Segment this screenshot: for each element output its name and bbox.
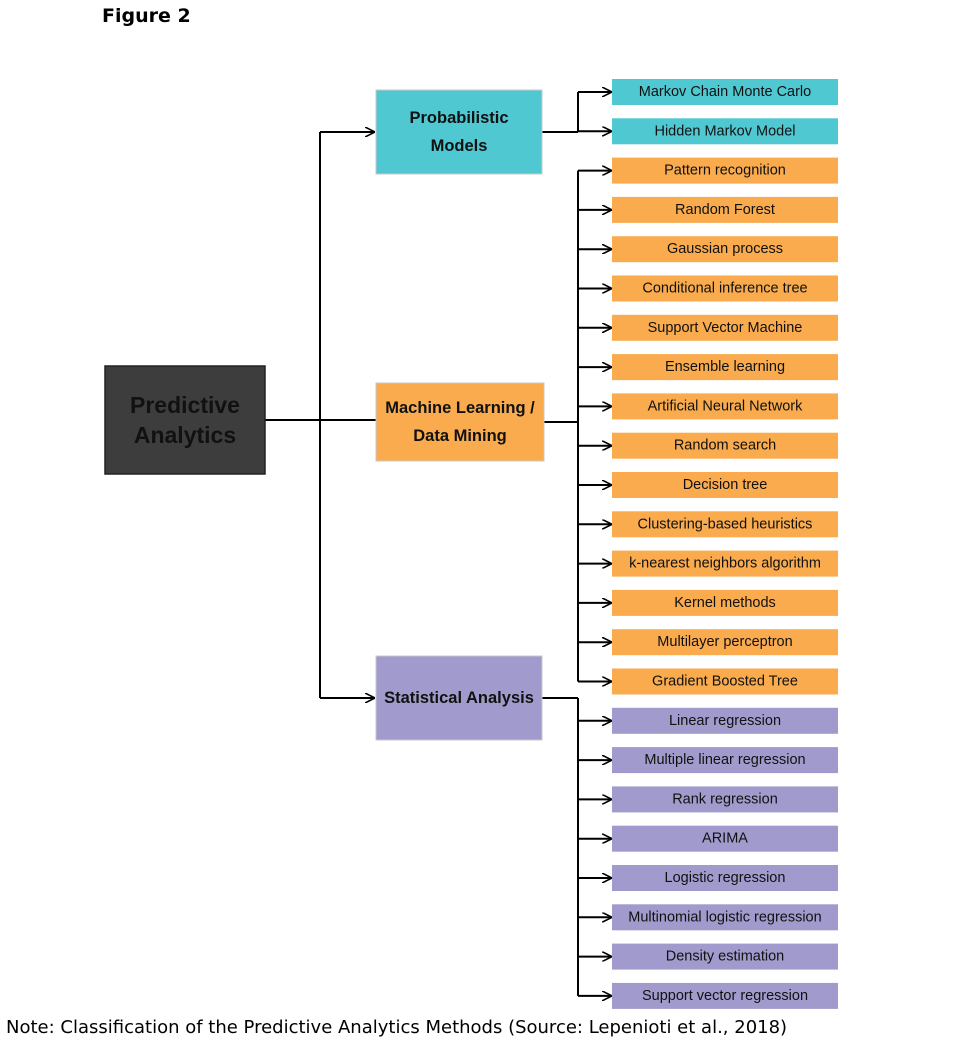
method-node-label: Pattern recognition [664,163,786,179]
connector-lines [265,92,611,996]
method-node [612,236,838,263]
predictive-analytics-tree-diagram: PredictiveAnalyticsProbabilisticModelsMa… [104,79,838,1009]
method-node-label: Markov Chain Monte Carlo [639,84,811,100]
method-node [612,511,838,538]
category-node-label: Machine Learning / [385,399,535,417]
method-node [612,943,838,970]
method-node [612,354,838,381]
category-node-machine-learning-data-mining [375,382,545,462]
method-node-label: Gaussian process [667,241,783,257]
method-node-label: Multiple linear regression [644,752,805,768]
method-node-label: Conditional inference tree [642,281,807,297]
method-node [612,157,838,184]
root-node-predictive-analytics [104,365,266,475]
method-node [612,472,838,498]
method-node [612,314,838,341]
method-node-label: Clustering-based heuristics [638,516,813,532]
method-node-label: Artificial Neural Network [648,398,803,414]
category-node-label: Probabilistic [409,109,508,127]
method-node-label: Support vector regression [642,988,808,1004]
method-node-label: Random search [674,438,776,454]
method-node-label: Kernel methods [674,595,776,611]
method-node [612,982,838,1009]
method-node [612,196,838,223]
method-node [612,825,838,852]
method-node-label: Random Forest [675,202,775,218]
method-node-label: Linear regression [669,713,781,729]
method-node-label: Density estimation [666,949,784,965]
method-node-label: Hidden Markov Model [654,123,795,139]
category-node-probabilistic-models [375,89,543,175]
method-node-label: Logistic regression [665,870,786,886]
method-node [612,118,838,145]
method-node-label: k-nearest neighbors algorithm [629,556,821,572]
method-node-label: Multilayer perceptron [657,634,792,650]
category-node-label: Models [431,137,488,155]
method-node [612,786,838,813]
method-node [612,393,838,420]
method-node [612,275,838,302]
method-node-label: Decision tree [683,477,768,493]
method-node [612,865,838,891]
method-node-label: Multinomial logistic regression [628,909,821,925]
root-node-label: Analytics [134,422,236,448]
category-node-statistical-analysis [375,655,543,741]
method-node [612,629,838,656]
figure-note: Note: Classification of the Predictive A… [6,1017,788,1038]
root-node-label: Predictive [130,392,240,418]
diagram-nodes: PredictiveAnalyticsProbabilisticModelsMa… [104,79,838,1009]
method-node-label: ARIMA [702,831,748,847]
method-node [612,668,838,695]
method-node [612,550,838,577]
method-node [612,432,838,459]
method-node [612,904,838,931]
method-node [612,79,838,105]
category-node-label: Statistical Analysis [384,689,534,707]
method-node [612,589,838,616]
method-node-label: Ensemble learning [665,359,785,375]
category-node-label: Data Mining [413,427,507,445]
figure-label: Figure 2 [102,5,191,27]
method-node [612,747,838,774]
method-node [612,707,838,734]
method-node-label: Support Vector Machine [648,320,803,336]
method-node-label: Rank regression [672,791,778,807]
method-node-label: Gradient Boosted Tree [652,674,798,690]
